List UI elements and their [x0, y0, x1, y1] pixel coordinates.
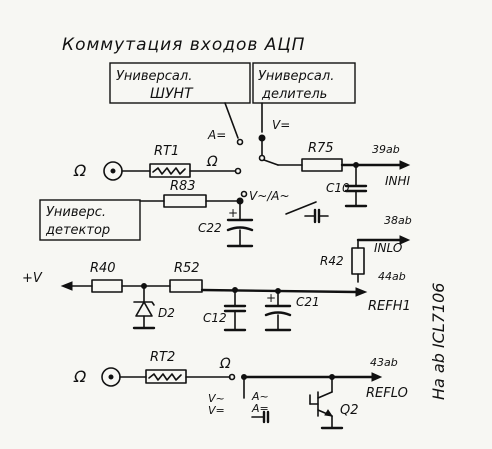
r52-body	[169, 279, 203, 293]
vac-contact	[240, 190, 248, 198]
ohm-input-2-label: Ω	[73, 367, 87, 386]
inlo-label: INLO	[374, 241, 402, 255]
detector-box: Универс. детектор	[39, 199, 141, 241]
detector-box-line1: Универс.	[46, 205, 106, 220]
rt1-label: RT1	[154, 144, 179, 159]
c21-plate-bottom	[264, 311, 292, 317]
r75-body	[301, 158, 343, 172]
vplus-arrow	[60, 281, 73, 291]
switch-contact-a	[236, 138, 244, 146]
c22-plus: +	[228, 206, 238, 220]
r40-body	[91, 279, 123, 293]
ohm-contact-2	[228, 373, 236, 381]
chip-note: На ab ICL7106	[429, 283, 448, 401]
switch-arm-detector	[285, 201, 317, 215]
divider-box: Универсал. делитель	[252, 62, 356, 104]
divider-box-line2: делитель	[261, 87, 327, 102]
c22-plate-bottom	[226, 226, 254, 232]
detector-box-line2: детектор	[45, 223, 110, 238]
rt2-thermistor-zigzag	[148, 373, 182, 381]
divider-box-line1: Универсал.	[258, 69, 334, 84]
inlo-arrow	[399, 235, 411, 245]
inhi-label: INHI	[385, 174, 411, 188]
switch-contact-v	[258, 134, 266, 142]
d2-label: D2	[158, 306, 175, 320]
c10-label: C10	[326, 181, 350, 195]
r52-label: R52	[174, 261, 200, 276]
input-jack-1-pin	[110, 168, 116, 174]
pin-43: 43ab	[370, 356, 398, 369]
ohm-switch-2-label: Ω	[219, 356, 231, 372]
switch-common	[258, 154, 266, 162]
refhi-label: REFH1	[368, 299, 411, 314]
wire	[263, 159, 279, 166]
rt2-label: RT2	[150, 350, 175, 365]
d2-triangle	[135, 301, 153, 317]
ohm-switch-label: Ω	[206, 154, 218, 170]
vplus-label: +V	[22, 271, 43, 286]
d2-bar	[133, 301, 155, 306]
q2-emitter-arrow	[324, 409, 334, 417]
label-v-dc-2: V=	[208, 404, 225, 417]
ohm-contact	[234, 167, 242, 175]
diagram-title: Коммутация входов АЦП	[62, 35, 305, 55]
shunt-box-line1: Универсал.	[116, 69, 192, 84]
label-a-dc-2: A=	[251, 402, 269, 415]
r42-label: R42	[320, 254, 344, 268]
r83-label: R83	[170, 179, 196, 194]
shunt-box-frame	[109, 62, 251, 104]
input-jack-2-pin	[108, 374, 114, 380]
pin-44: 44ab	[378, 270, 406, 283]
label-v-dc: V=	[272, 118, 290, 132]
ohm-input-1-label: Ω	[73, 161, 87, 180]
c21-plus: +	[266, 291, 276, 305]
r75-label: R75	[308, 141, 334, 156]
r40-label: R40	[90, 261, 116, 276]
rt1-thermistor-zigzag	[152, 167, 186, 175]
pin-38: 38ab	[384, 214, 412, 227]
q2-collector	[317, 391, 333, 399]
reflo-arrow	[371, 372, 383, 382]
c21-label: C21	[296, 295, 320, 309]
reflo-label: REFLO	[366, 386, 408, 401]
label-v-ac-2: V~	[208, 392, 225, 405]
shunt-box-line2: ШУНТ	[150, 86, 194, 102]
r83-body	[163, 194, 207, 208]
label-v-ac-a-ac: V~/A~	[249, 189, 290, 203]
shunt-pointer	[224, 102, 239, 139]
c22-label: C22	[198, 221, 222, 235]
label-a-dc: A=	[207, 128, 226, 142]
pin-39: 39ab	[372, 143, 400, 156]
detector-box-frame	[39, 199, 141, 241]
c12-label: C12	[203, 311, 227, 325]
shunt-box: Универсал. ШУНТ	[109, 62, 251, 104]
inhi-arrow	[399, 160, 411, 170]
q2-label: Q2	[340, 403, 359, 418]
r42-body	[351, 247, 365, 275]
refhi-arrow	[355, 287, 368, 297]
divider-box-frame	[252, 62, 356, 104]
label-a-ac-2: A~	[251, 390, 269, 403]
